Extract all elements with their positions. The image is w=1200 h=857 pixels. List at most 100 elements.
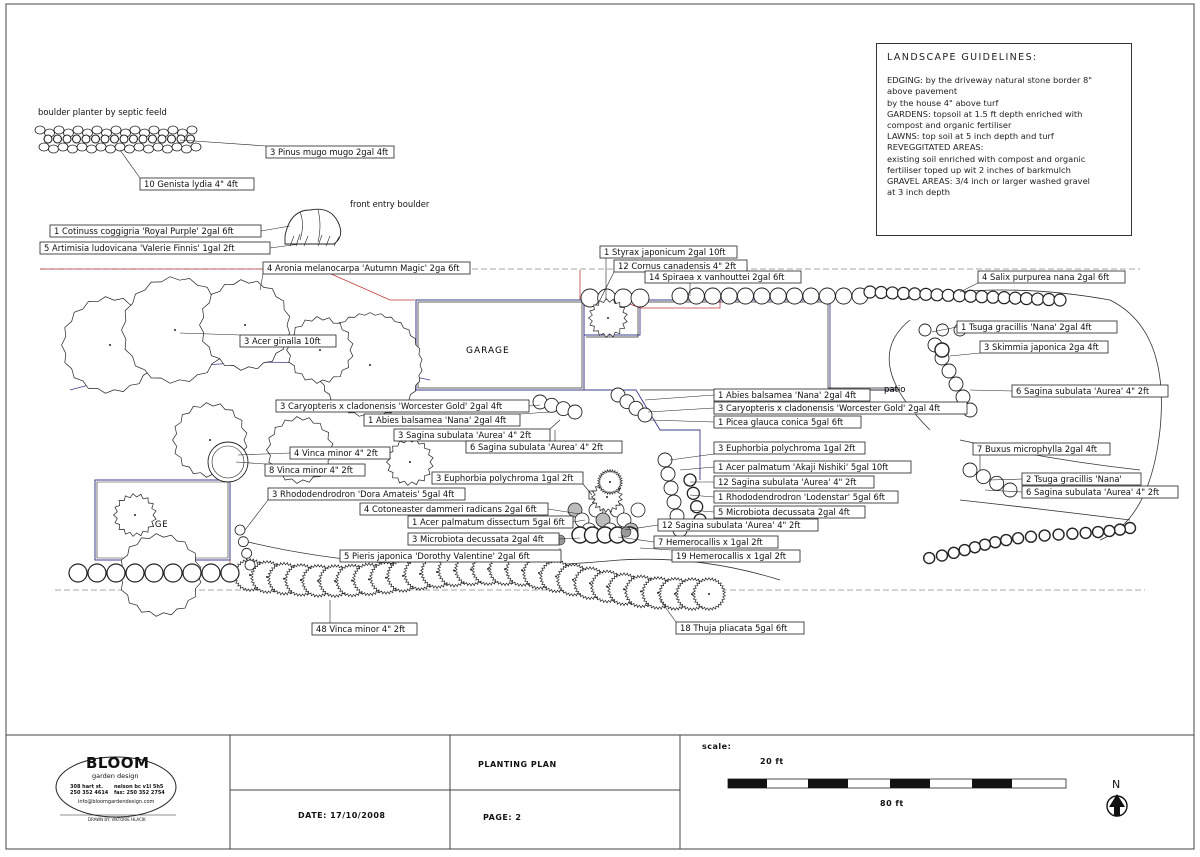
shrub-symbol	[999, 533, 1013, 547]
guideline-line: at 3 inch depth	[887, 187, 951, 198]
address-left: 308 hart st.	[70, 784, 103, 790]
shrub	[147, 134, 158, 144]
plant-label: 1 Abies balsamea 'Nana' 2gal 4ft	[363, 413, 521, 427]
plant-symbol	[199, 279, 291, 371]
shrub-symbol	[106, 563, 126, 583]
plant-label-text: 6 Sagina subulata 'Aurea' 4" 2ft	[1026, 487, 1160, 497]
leader-line	[528, 404, 541, 407]
leader-line	[969, 389, 1013, 392]
leader-line	[649, 419, 715, 423]
shrub-symbol	[666, 494, 682, 510]
boulder	[114, 142, 126, 152]
front-entry-boulder	[284, 208, 342, 247]
leader-line	[989, 478, 1023, 481]
shrub-symbol	[657, 452, 673, 468]
plant-label-text: 19 Hemerocallis x 1gal 2ft	[676, 551, 787, 561]
plant-label: 1 Acer palmatum dissectum 5gal 6ft	[407, 515, 574, 529]
plant-label-text: 1 Styrax japonicum 2gal 10ft	[604, 247, 726, 257]
shrub-symbol	[1019, 291, 1034, 306]
boulder	[48, 144, 59, 154]
sheet-border	[5, 3, 1195, 850]
shrub	[52, 134, 63, 144]
shrub-symbol	[660, 466, 676, 482]
shrub-symbol	[988, 536, 1002, 549]
plant-label-text: 4 Aronia melanocarpa 'Autumn Magic' 2ga …	[267, 263, 460, 273]
boulder	[105, 144, 116, 154]
boulder	[152, 142, 164, 152]
plant-label: 12 Cornus canadensis 4" 2ft	[613, 259, 748, 273]
boulder-planter	[34, 125, 202, 154]
plant-label-text: 1 Tsuga gracillis 'Nana' 2gal 4ft	[961, 322, 1092, 332]
shrub-symbol	[896, 286, 911, 301]
plant-symbol	[596, 468, 624, 496]
plant-label: 1 Cotinuss coggigria 'Royal Purple' 2gal…	[49, 224, 262, 238]
guideline-line: existing soil enriched with compost and …	[887, 153, 1086, 164]
scale-label: scale:	[702, 742, 732, 751]
boulder	[186, 125, 198, 135]
shrub-symbol	[1052, 528, 1065, 541]
plan-title: PLANTING PLAN	[478, 760, 557, 769]
plant-label: 6 Sagina subulata 'Aurea' 4" 2ft	[1021, 485, 1179, 499]
plant-label: 1 Styrax japonicum 2gal 10ft	[599, 245, 738, 259]
shrub-symbol	[1079, 526, 1092, 540]
shrub-symbol	[1103, 524, 1116, 538]
boulder	[34, 125, 46, 135]
plant-label: 12 Sagina subulata 'Aurea' 4" 2ft	[713, 475, 875, 489]
leader-line	[949, 352, 981, 357]
boulder	[38, 142, 50, 152]
company-name: BLOOM	[86, 754, 150, 772]
company-email: info@bloomgardendesign.com	[78, 799, 155, 805]
boulder	[181, 144, 192, 154]
plant-label: 4 Aronia melanocarpa 'Autumn Magic' 2ga …	[262, 261, 471, 275]
plant-label: 3 Caryopteris x cladonensis 'Worcester G…	[275, 399, 530, 413]
leader-line	[269, 243, 301, 249]
plant-label-text: 3 Caryopteris x cladonensis 'Worcester G…	[718, 403, 941, 413]
shrub-symbol	[201, 563, 221, 583]
plant-label-text: 1 Acer palmatum 'Akaji Nishiki' 5gal 10f…	[718, 462, 889, 472]
guidelines-title: LANDSCAPE GUIDELINES:	[887, 52, 1038, 63]
shrub-symbol	[1038, 529, 1051, 542]
plant-symbol	[286, 316, 354, 384]
plant-symbol	[692, 576, 726, 612]
shrub-symbol	[1011, 532, 1025, 545]
shrub-symbol	[922, 551, 936, 565]
shrub-symbol	[1113, 523, 1127, 536]
leader-line	[549, 419, 561, 430]
plant-label-text: 1 Abies balsamea 'Nana' 2gal 4ft	[368, 415, 507, 425]
shrub-symbol	[163, 563, 183, 583]
shrub-symbol	[941, 288, 955, 302]
shrub-symbol	[620, 526, 632, 538]
shrub-symbol	[948, 376, 964, 392]
leader-line	[244, 499, 269, 531]
shrub-symbol	[963, 289, 978, 303]
boulder	[91, 125, 103, 135]
plant-label-text: 4 Cotoneaster dammeri radicans 2gal 6ft	[364, 504, 537, 514]
plant-label-text: 3 Rhododendrodron 'Dora Amateis' 5gal 4f…	[272, 489, 455, 499]
plant-label-text: 12 Sagina subulata 'Aurea' 4" 2ft	[662, 520, 801, 530]
guideline-line: REVEGGITATED AREAS:	[887, 142, 984, 153]
leader-line	[679, 466, 715, 471]
plant-label: 3 Acer ginalla 10ft	[239, 334, 337, 348]
garage-top: GARAGE	[415, 299, 585, 391]
plant-label: 4 Vinca minor 4" 2ft	[289, 446, 391, 460]
shrub	[81, 134, 91, 144]
plant-label-text: 48 Vinca minor 4" 2ft	[316, 624, 406, 634]
leader-line	[669, 453, 715, 461]
shrub-symbol	[630, 288, 650, 308]
boulder	[67, 144, 78, 154]
plant-label: 48 Vinca minor 4" 2ft	[311, 622, 418, 636]
shrub-symbol	[234, 524, 246, 536]
plant-label: 5 Microbiota decussata 2gal 4ft	[713, 505, 866, 519]
leader-line	[617, 536, 655, 543]
driveway-edge	[239, 539, 781, 581]
phone-right: fax: 250 352 2754	[114, 790, 165, 796]
plant-label-text: 1 Acer palmatum dissectum 5gal 6ft	[412, 517, 565, 527]
plant-label-text: 1 Rhododendrodron 'Lodenstar' 5gal 6ft	[718, 492, 886, 502]
company-sub: garden design	[92, 772, 139, 780]
logo-ellipse	[55, 756, 177, 818]
plant-symbol	[385, 438, 434, 486]
front-entry-note: front entry boulder	[350, 199, 430, 209]
leader-line	[984, 489, 1023, 493]
plant-label: 3 Sagina subulata 'Aurea' 4" 2ft	[393, 428, 551, 442]
